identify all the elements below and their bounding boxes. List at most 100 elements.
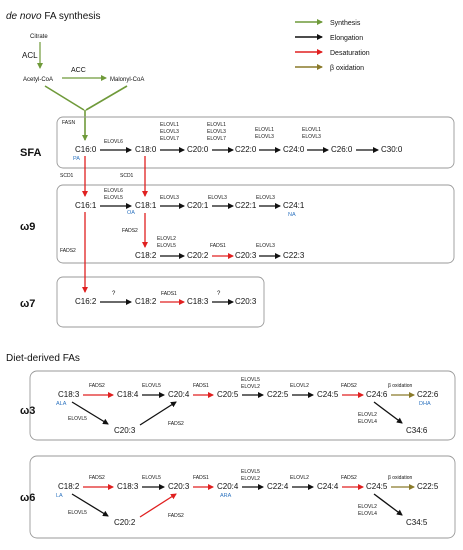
node-w3-c20-5: C20:5	[217, 390, 239, 399]
enz-w9-fads1: FADS1	[210, 243, 226, 249]
enz-sfa-24-26-a: ELOVL1	[302, 127, 321, 133]
node-c18-0: C18:0	[135, 145, 157, 154]
row-label-sfa: SFA	[20, 147, 41, 159]
node-w3-c20-4: C20:4	[168, 390, 190, 399]
node-w3-c20-3: C20:3	[114, 426, 136, 435]
malonyl-merge-line	[85, 85, 128, 111]
enz-fads2-omega7: FADS2	[60, 248, 76, 254]
enz-w6-fads2-c: FADS2	[168, 513, 184, 519]
omega6-row: C18:2 LA FADS2 C18:3 ELOVL5 C20:3 FADS1 …	[56, 469, 439, 527]
node-w3-c34-6: C34:6	[406, 426, 428, 435]
node-w3-c22-5: C22:5	[267, 390, 289, 399]
enz-sfa-20-22-b: ELOVL3	[207, 129, 226, 135]
node-c20-1: C20:1	[187, 201, 209, 210]
section-title-diet-derived: Diet-derived FAs	[6, 353, 80, 364]
note-na: NA	[288, 212, 296, 218]
node-c18-2-omega7: C18:2	[135, 297, 157, 306]
enz-sfa-20-22-a: ELOVL1	[207, 122, 226, 128]
enz-w9-fads2: FADS2	[122, 228, 138, 234]
title-italic-part: de novo	[6, 11, 42, 22]
enz-omega7-unknown-b: ?	[217, 291, 221, 297]
node-c24-1: C24:1	[283, 201, 305, 210]
enz-w3-elovl5-a: ELOVL5	[142, 383, 161, 389]
node-w6-c20-3: C20:3	[168, 482, 190, 491]
acetyl-merge-line	[44, 85, 85, 111]
node-c20-3-omega7: C20:3	[235, 297, 257, 306]
enz-w9-20-22: ELOVL3	[208, 195, 227, 201]
note-ala: ALA	[56, 401, 67, 407]
node-c30-0: C30:0	[381, 145, 403, 154]
enz-w3-fads1: FADS1	[193, 383, 209, 389]
acl-enzyme-label: ACL	[22, 51, 38, 60]
omega7-panel	[56, 276, 265, 328]
enz-omega7-unknown-a: ?	[112, 291, 116, 297]
node-w6-c22-5: C22:5	[417, 482, 439, 491]
enz-sfa-22-24-b: ELOVL3	[255, 134, 274, 140]
enz-w3-fads2-b: FADS2	[341, 383, 357, 389]
enz-w6-24-34-b: ELOVL4	[358, 511, 377, 517]
legend-desaturation-label: Desaturation	[330, 50, 370, 57]
enz-sfa-18-20-c: ELOVL7	[160, 136, 179, 142]
arrow-w3-c20-3-to-c20-4	[139, 401, 177, 426]
enz-sfa-elovl6: ELOVL6	[104, 139, 123, 145]
legend-synthesis-label: Synthesis	[330, 20, 361, 27]
omega3-row: C18:3 ALA FADS2 C18:4 ELOVL5 C20:4 FADS1…	[56, 377, 439, 435]
omega9-panel	[56, 184, 455, 264]
enz-w6-elovl5-a: ELOVL5	[142, 475, 161, 481]
node-w6-c20-4: C20:4	[217, 482, 239, 491]
node-w6-c22-4: C22:4	[267, 482, 289, 491]
enz-w9-16-18-b: ELOVL5	[104, 195, 123, 201]
node-c24-0: C24:0	[283, 145, 305, 154]
note-ara: ARA	[220, 493, 232, 499]
enz-w9-20-22b: ELOVL3	[256, 243, 275, 249]
note-dha: DHA	[419, 401, 431, 407]
enz-w6-fads1: FADS1	[193, 475, 209, 481]
node-w6-c20-2: C20:2	[114, 518, 136, 527]
enz-sfa-18-20-a: ELOVL1	[160, 122, 179, 128]
precursor-section: Citrate ACL Acetyl-CoA ACC Malonyl-CoA F…	[22, 34, 144, 141]
enz-w6-24-34-a: ELOVL2	[358, 504, 377, 510]
section-title-de-novo: de novo FA synthesis	[6, 11, 101, 22]
enz-sfa-20-22-c: ELOVL7	[207, 136, 226, 142]
node-c18-2-omega9: C18:2	[135, 251, 157, 260]
enz-sfa-18-20-b: ELOVL3	[160, 129, 179, 135]
node-c20-0: C20:0	[187, 145, 209, 154]
node-w6-c24-5: C24:5	[366, 482, 388, 491]
enz-w6-fads2-b: FADS2	[341, 475, 357, 481]
arrow-w6-c18-2-to-c20-2	[71, 493, 109, 517]
arrow-w6-c20-2-to-c20-3	[139, 493, 177, 518]
note-pa: PA	[73, 156, 80, 162]
enz-sfa-24-26-b: ELOVL3	[302, 134, 321, 140]
enz-w6-fads2-a: FADS2	[89, 475, 105, 481]
legend-beta-oxidation-label: β oxidation	[330, 65, 364, 72]
arrow-w6-c24-5-to-c34-5	[373, 493, 403, 516]
node-c20-2-omega9: C20:2	[187, 251, 209, 260]
node-w3-c18-3: C18:3	[58, 390, 80, 399]
enz-w3-fads2-a: FADS2	[89, 383, 105, 389]
enz-w6-beta-oxidation: β oxidation	[388, 475, 412, 481]
omega7-row: C16:2 ? C18:2 FADS1 C18:3 ? C20:3	[75, 291, 257, 306]
enz-w3-beta-oxidation: β oxidation	[388, 383, 412, 389]
enz-scd1-b: SCD1	[120, 173, 134, 179]
node-c22-3-omega9: C22:3	[283, 251, 305, 260]
note-oa: OA	[127, 210, 135, 216]
node-c26-0: C26:0	[331, 145, 353, 154]
node-w6-c24-4: C24:4	[317, 482, 339, 491]
enz-w6-20-22-a: ELOVL5	[241, 469, 260, 475]
legend: Synthesis Elongation Desaturation β oxid…	[295, 19, 370, 72]
fasn-enzyme-label: FASN	[62, 120, 75, 126]
node-c16-1: C16:1	[75, 201, 97, 210]
omega9-row: C16:1 ELOVL6 ELOVL5 C18:1 OA ELOVL3 C20:…	[75, 188, 305, 260]
title-rest-part: FA synthesis	[42, 11, 101, 22]
note-la: LA	[56, 493, 63, 499]
node-w3-c18-4: C18:4	[117, 390, 139, 399]
row-label-omega7: ω7	[20, 298, 35, 310]
node-c22-0: C22:0	[235, 145, 257, 154]
omega6-panel	[29, 455, 456, 539]
malonyl-coa-label: Malonyl-CoA	[110, 77, 144, 83]
node-w6-c34-5: C34:5	[406, 518, 428, 527]
enz-w3-24-34-a: ELOVL2	[358, 412, 377, 418]
node-w3-c22-6: C22:6	[417, 390, 439, 399]
enz-w6-20-22-b: ELOVL2	[241, 476, 260, 482]
